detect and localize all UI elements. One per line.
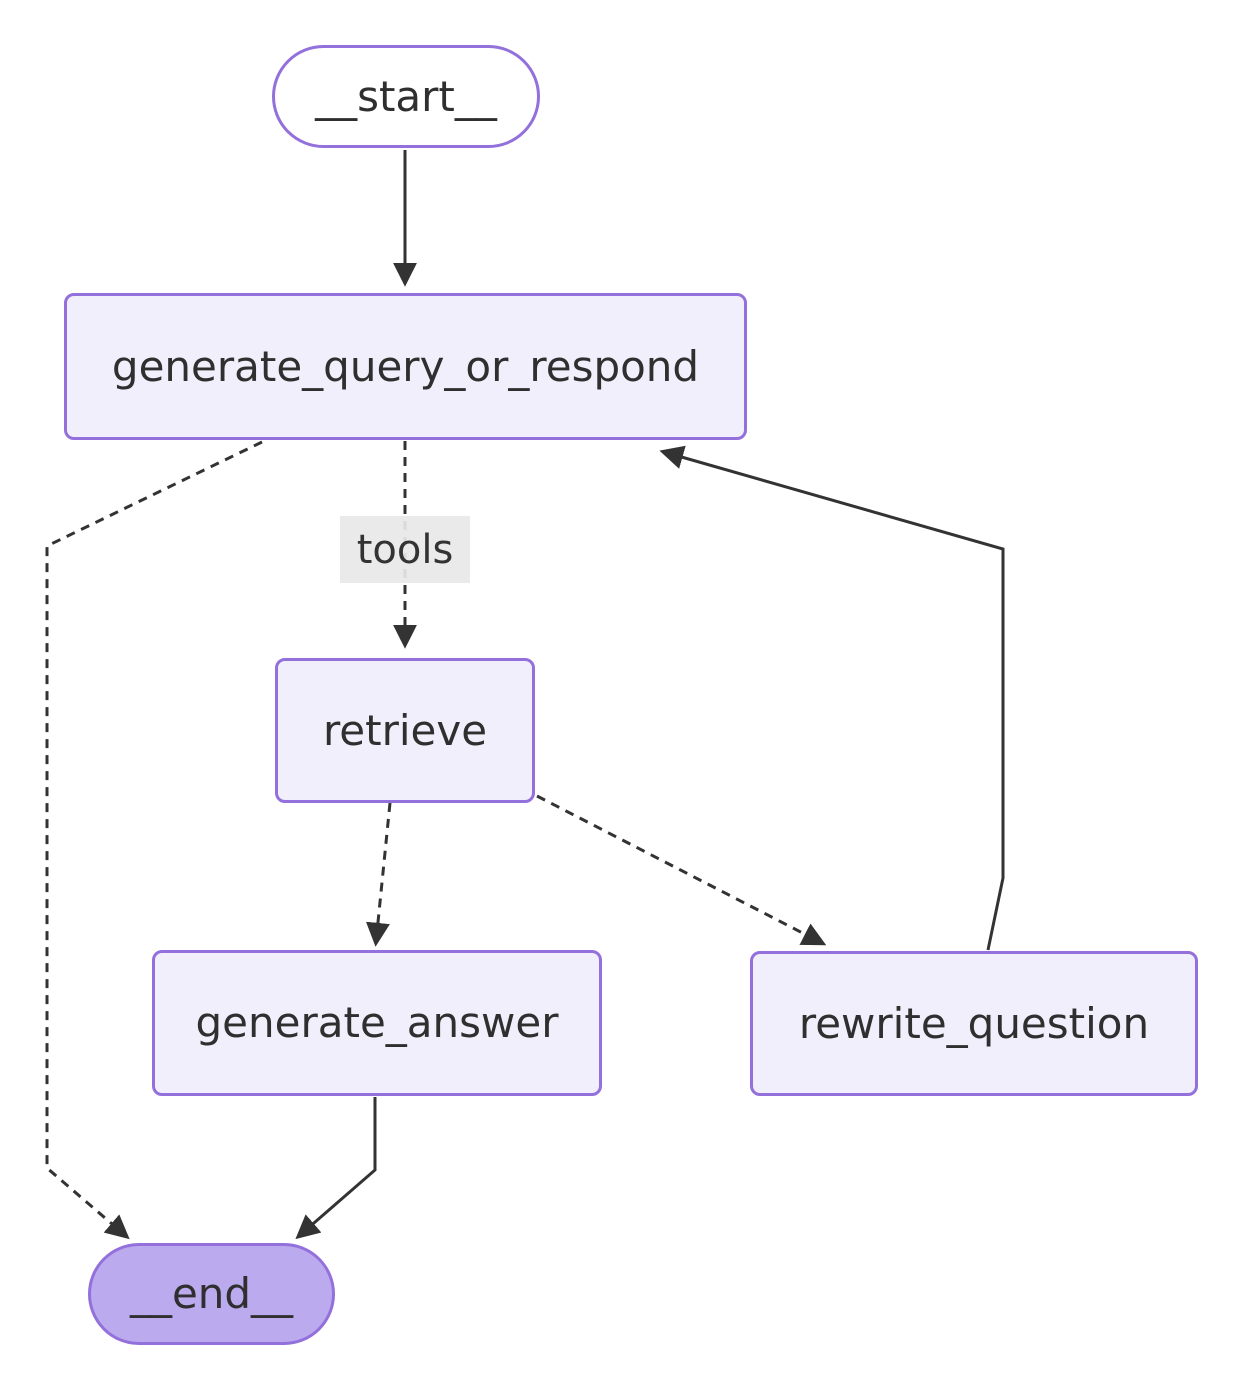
node-generate-query-or-respond: generate_query_or_respond (64, 293, 747, 440)
node-rewrite-question-label: rewrite_question (798, 998, 1150, 1048)
node-generate-query-or-respond-label: generate_query_or_respond (111, 341, 700, 391)
node-retrieve: retrieve (275, 658, 535, 803)
node-end-label: __end__ (129, 1269, 294, 1318)
edge-retrieve-to-generate-answer (365, 802, 392, 947)
edge-label-tools-text: tools (356, 526, 454, 573)
node-generate-answer-label: generate_answer (195, 998, 559, 1047)
node-rewrite-question: rewrite_question (750, 951, 1198, 1096)
node-start-label: __start__ (315, 71, 497, 121)
node-generate-answer: generate_answer (152, 950, 602, 1096)
node-end: __end__ (88, 1243, 335, 1345)
node-retrieve-label: retrieve (322, 705, 488, 755)
edge-rewrite-question-to-generate-query-or-respond (659, 445, 1005, 951)
edge-generate-answer-to-end (295, 1097, 377, 1240)
edge-label-tools: tools (340, 516, 470, 583)
edge-retrieve-to-rewrite-question (536, 794, 827, 946)
edge-generate-query-or-respond-to-end (45, 440, 263, 1240)
node-start: __start__ (272, 45, 540, 148)
